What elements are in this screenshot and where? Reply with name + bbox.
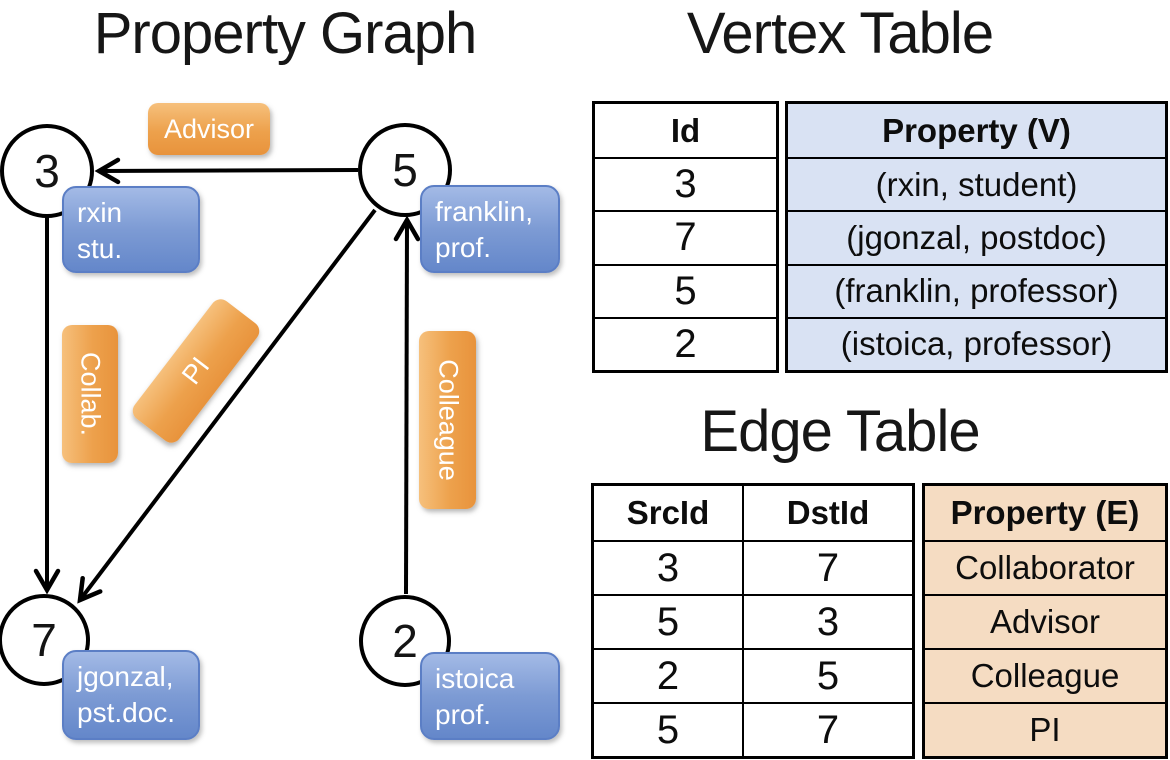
edge-table-dstid-cell: 7 [744, 702, 912, 756]
vertex-table-property-cell: (franklin, professor) [788, 263, 1165, 317]
edge-table-property-cell: PI [925, 702, 1165, 756]
vertex-label-line: prof. [435, 699, 492, 730]
edge-table-property-cell: Advisor [925, 594, 1165, 648]
vertex-table-title: Vertex Table [686, 1, 994, 66]
vertex-id-5: 5 [392, 144, 418, 196]
edge-table-dstid-cell: 3 [744, 594, 912, 648]
edge-table-property-cell: Collaborator [925, 540, 1165, 594]
vertex-table-id-cell: 2 [595, 316, 776, 370]
edge-table-title: Edge Table [700, 399, 980, 464]
vertex-table-id-header: Id [670, 111, 701, 149]
vertex-id-3: 3 [34, 145, 60, 197]
vertex-label-line: pst.doc. [77, 697, 176, 728]
vertex-id-2: 2 [392, 615, 418, 667]
vertex-label-line: rxin [77, 197, 123, 228]
edge-arrow-2-to-5 [393, 215, 421, 595]
vertex-table-property-cell: (jgonzal, postdoc) [788, 210, 1165, 263]
edge-arrow-5-to-3 [94, 157, 359, 185]
vertex-table-id-cell: 7 [595, 210, 776, 263]
edge-table-property-column: Property (E) Collaborator Advisor Collea… [922, 483, 1168, 759]
edge-table-srcid-cell: 2 [594, 648, 744, 702]
edge-label-text: Advisor [163, 113, 255, 144]
vertex-table-property-header: Property (V) [882, 111, 1071, 149]
edge-label-text: PI [175, 351, 216, 390]
vertex-label-line: prof. [435, 232, 492, 263]
vertex-label-jgonzal: jgonzal, pst.doc. [62, 650, 200, 740]
edge-label-advisor: Advisor [148, 103, 270, 155]
vertex-id-7: 7 [31, 614, 57, 666]
edge-arrow-5-to-7 [77, 208, 377, 604]
edge-label-collab: Collab. [62, 325, 118, 463]
edge-label-text: Collab. [75, 351, 106, 437]
edge-table-srcid-cell: 3 [594, 540, 744, 594]
vertex-table-property-cell: (istoica, professor) [788, 316, 1165, 370]
vertex-label-franklin: franklin, prof. [420, 185, 560, 273]
vertex-label-rxin: rxin stu. [62, 186, 200, 273]
vertex-label-line: jgonzal, [77, 661, 174, 692]
vertex-label-line: franklin, [435, 196, 534, 227]
edge-table-srcid-header: SrcId [594, 486, 744, 540]
edge-table-property-cell: Colleague [925, 648, 1165, 702]
vertex-table-property-column: Property (V) (rxin, student) (jgonzal, p… [785, 101, 1168, 373]
vertex-table-id-cell: 3 [595, 157, 776, 210]
vertex-label-line: stu. [77, 233, 123, 264]
edge-label-colleague: Colleague [419, 331, 476, 509]
vertex-table-id-column: Id 3 7 5 2 [592, 101, 779, 373]
vertex-table-id-cell: 5 [595, 263, 776, 317]
vertex-label-istoica: istoica prof. [420, 652, 560, 740]
edge-table-srcid-cell: 5 [594, 594, 744, 648]
edge-table-dstid-cell: 7 [744, 540, 912, 594]
edge-label-text: Colleague [433, 359, 463, 481]
edge-table-dstid-header: DstId [786, 494, 870, 531]
edge-table-property-header: Property (E) [950, 494, 1140, 531]
vertex-label-line: istoica [435, 663, 515, 694]
edge-table-srcid-cell: 5 [594, 702, 744, 756]
edge-table-id-columns: SrcId DstId 3 7 5 3 2 5 5 7 [591, 483, 915, 759]
property-graph-title: Property Graph [93, 1, 478, 66]
edge-table-dstid-cell: 5 [744, 648, 912, 702]
vertex-table-property-cell: (rxin, student) [788, 157, 1165, 210]
